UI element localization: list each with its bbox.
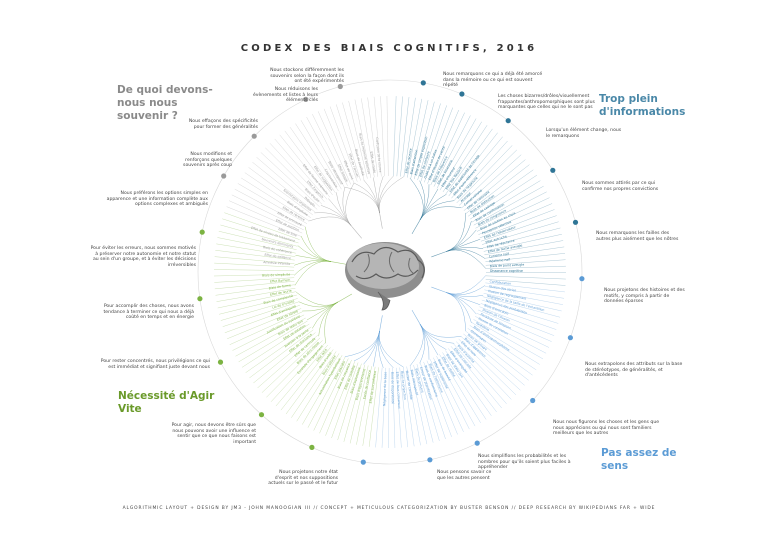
category-dot [303,96,309,102]
category-dot [309,444,315,450]
category-dot [360,459,366,465]
bias-label: Biais de point aveugle [490,263,525,269]
poster-title: CODEX DES BIAIS COGNITIFS, 2016 [240,43,538,54]
category-label: Lorsqu'un élément change, nous le remarq… [546,128,622,139]
category-dot [427,457,433,463]
category-label: Nous préférons les options simples en ap… [106,191,208,208]
quadrant-title-info: Trop plein d'informations [599,93,686,118]
category-label: Nous projetons des histoires et des moti… [604,288,685,305]
category-dot [420,80,426,86]
category-label: Pour rester concentrés, nous privilégion… [100,359,210,370]
category-dot [572,219,579,225]
bias-label: Négligence de la base [382,372,387,406]
category-dot [505,118,511,124]
bias-label: Effet de saillance [264,253,291,260]
bias-label: Effet autruche [485,234,507,244]
bias-label: Biais rétrospectif [410,369,419,396]
bias-label: Biais de complexité [263,294,293,305]
bias-label: Biais de disponibilité [390,372,394,404]
bias-label: Illusion de contrôle [405,370,414,400]
bias-label: Effet de suivi [343,160,355,180]
category-label: Nous nous figurons les choses et les gen… [553,420,660,437]
bias-label: Illusion des séries [489,284,517,292]
category-dot [217,359,224,365]
bias-label: Effet de tache aveugle [488,243,523,254]
bias-label: Biais de cohérence [263,245,293,254]
category-dot [197,296,203,302]
category-dot [251,133,257,139]
category-dots [197,80,585,465]
bias-rays [214,96,566,448]
category-dot [579,276,585,282]
bias-label: Dissonance cognitive [490,269,523,273]
category-label: Nous réduisons les évènements et listes … [252,87,318,104]
bias-label: Effet de réactance [486,238,515,249]
bias-label: Effet de récence [404,148,412,174]
bias-label: Excès de confiance [362,369,372,399]
branch-tree [293,175,487,369]
brain-illustration [345,242,425,311]
outer-ring [197,79,583,465]
category-label: Les choses bizarres/drôles/visuellement … [498,94,595,111]
bias-label: Effet de surconfiance [369,370,378,403]
category-label: Nous remarquons ce qui a déjà été amorcé… [443,72,543,89]
category-dot [530,397,536,404]
quadrant-title-sense: Pas assez de sens [601,447,677,472]
bias-label: Confusion de la source [375,137,383,173]
category-dot [258,412,265,418]
category-label: Nous sommes attirés par ce qui confirme … [582,181,659,192]
bias-label: Biais d'optimisme [349,367,361,395]
credits-footer: ALGORITHMIC LAYOUT + DESIGN BY JM3 - JOH… [122,506,656,511]
bias-label: Préjugés [303,196,316,208]
category-label: Nous remarquons les failles des autres p… [596,231,679,242]
category-label: Nous effaçons des spécificités pour form… [188,119,258,130]
category-label: Pour éviter les erreurs, nous sommes mot… [90,246,196,268]
category-label: Pour accomplir des choses, nous avons te… [103,304,194,321]
bias-label: Effet de leurre [270,289,293,297]
bias-label: Loi de trivialité [272,299,295,310]
category-label: Nous extrapolons des attributs sur la ba… [585,362,683,379]
bias-label: Biais de positivité [354,149,365,177]
category-dot [337,83,343,90]
category-label: Nous stockons différemment les souvenirs… [270,68,344,85]
category-label: Nous pensons savoir ce que les autres pe… [437,470,492,481]
category-label: Nous modifions et renforçons quelques so… [183,152,232,169]
category-dot [199,229,205,235]
quadrant-title-memory: De quoi devons-nous nous souvenir ? [117,84,213,122]
bias-label: Ancrage [460,191,472,203]
bias-label: Biais d'égocentrisme [355,368,367,400]
bias-label: Amnésie infantile [263,260,290,266]
category-dot [474,440,480,446]
bias-label: Cynisme naïf [489,252,510,259]
bias-label: Effet de faux consensus [395,372,401,410]
category-label: Nous projetons notre état d'esprit et no… [268,470,338,487]
bias-label: Souvenirs dominants [261,237,294,249]
bias-label: Réalisme naïf [489,257,511,263]
bias-label: Biais d'attention [409,149,419,175]
bias-label: Effet Barnum [270,278,291,284]
category-dot [221,173,227,179]
category-dot [459,91,465,97]
category-dot [567,335,574,341]
category-dot [550,167,556,173]
category-label: Nous simplifions les probabilités et les… [478,454,571,471]
bias-label: Effet de liste [278,227,298,238]
bias-label: Biais du présent [414,368,424,394]
bias-label: Biais de simplicité [262,272,290,277]
quadrant-title-act: Nécessité d'Agir Vite [118,390,215,415]
bias-label: Paréidolie [475,321,490,332]
bias-label: Effet de mode [369,151,376,173]
bias-label: Biais de forme [268,283,291,290]
bias-label: Illusion de regroupement [488,289,528,301]
bias-label: Confabulation [489,280,511,286]
category-label: Pour agir, nous devons être sûrs que nou… [171,423,256,445]
bias-label: Biais de projection [400,371,407,400]
